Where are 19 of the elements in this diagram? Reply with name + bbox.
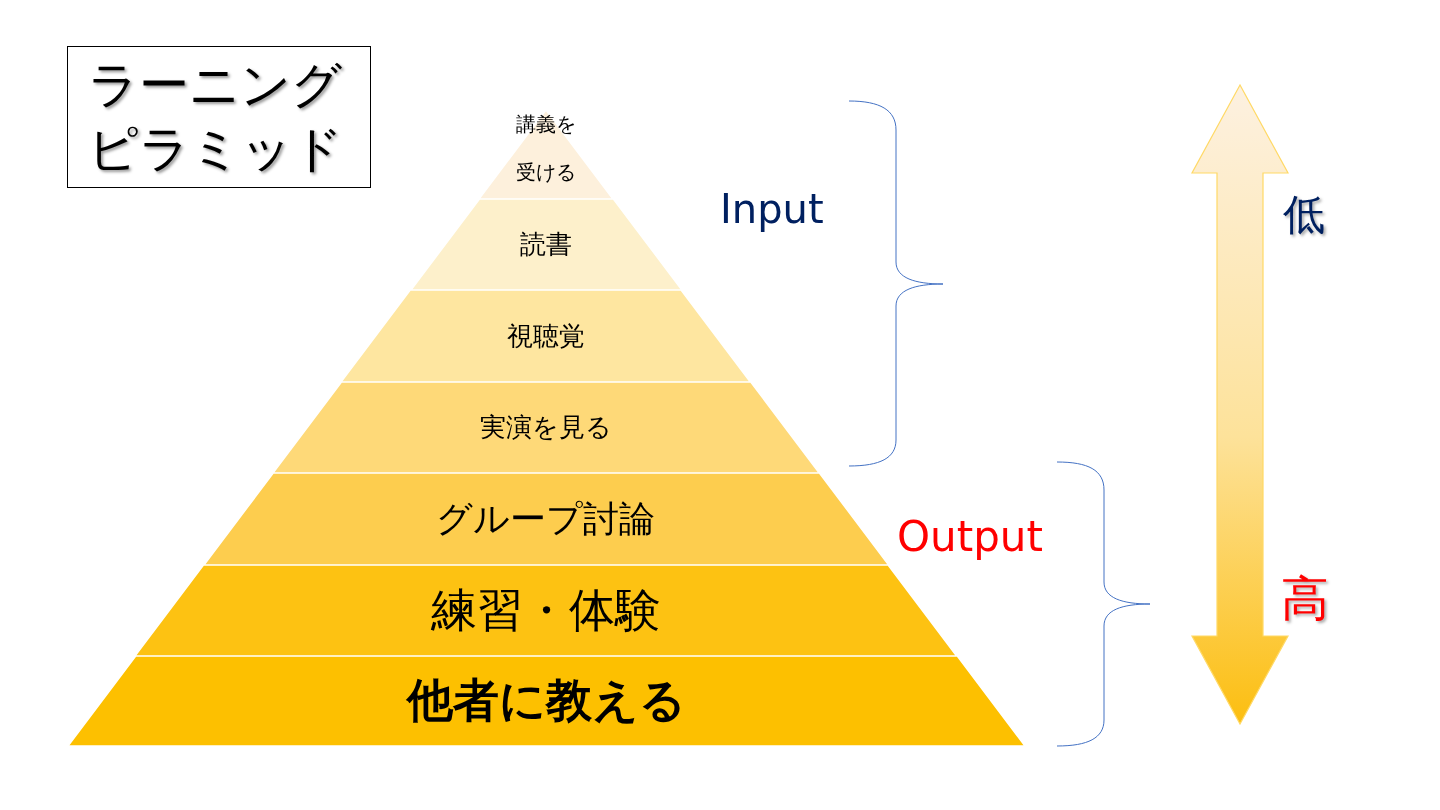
layer-label: グループ討論 [436,496,656,541]
pyramid-layer [272,382,820,473]
title-box [67,46,371,188]
pyramid-layer [341,290,751,382]
layer-label: 実演を見る [480,411,612,444]
scale-label: 低 [1283,190,1325,241]
layer-label: 練習・体験 [431,581,661,639]
pyramid-layer [410,199,682,290]
layer-label: 講義を受ける [515,110,577,186]
title-text: ラーニングピラミッド [88,55,344,180]
layer-label: 他者に教える [406,672,686,729]
pyramid-layer [67,656,1025,746]
scale-label: 高 [1281,570,1329,628]
section-label: Input [720,185,824,233]
pyramid-layer [203,473,889,565]
layer-label: 読書 [520,228,572,261]
layer-label: 視聴覚 [507,319,585,353]
section-label: Output [897,512,1043,563]
pyramid-layer [135,565,957,656]
